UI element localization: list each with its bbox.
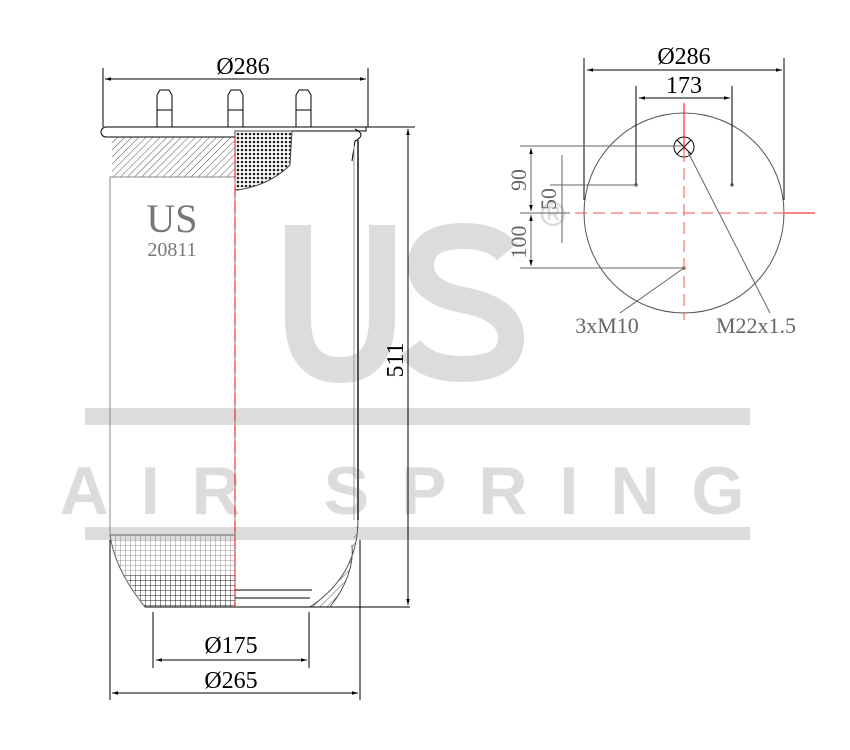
top-plate xyxy=(100,126,367,138)
label-part-number: 20811 xyxy=(147,239,196,261)
top-view xyxy=(520,58,815,320)
watermark-tagline: AIR SPRING xyxy=(60,453,777,529)
bead-crosssection xyxy=(234,130,293,191)
watermark-bar-top xyxy=(85,408,750,425)
label-brand: US xyxy=(146,196,197,241)
dim-height: 511 xyxy=(383,342,409,377)
leader-studs xyxy=(619,267,685,314)
label-air-fitting: M22x1.5 xyxy=(716,313,796,338)
dim-100: 100 xyxy=(506,226,531,259)
dim-diameter: Ø286 xyxy=(657,44,710,70)
label-studs: 3xM10 xyxy=(575,313,639,338)
bead-section xyxy=(112,137,235,177)
watermark-brand-logo xyxy=(285,222,525,384)
dim-50: 50 xyxy=(536,188,561,210)
dim-top-diameter: Ø286 xyxy=(216,54,269,80)
dim-90: 90 xyxy=(506,169,531,191)
dim-bolt-spacing: 173 xyxy=(666,73,702,99)
watermark-bar-bottom xyxy=(85,527,750,540)
dim-piston-inner: Ø175 xyxy=(204,633,257,659)
dim-piston-outer: Ø265 xyxy=(204,668,257,694)
leader-air-fitting xyxy=(687,151,771,314)
stud-bolts xyxy=(156,89,312,127)
side-view xyxy=(100,68,415,700)
watermark: AIR SPRING xyxy=(60,201,777,540)
registered-mark-icon xyxy=(540,201,566,227)
